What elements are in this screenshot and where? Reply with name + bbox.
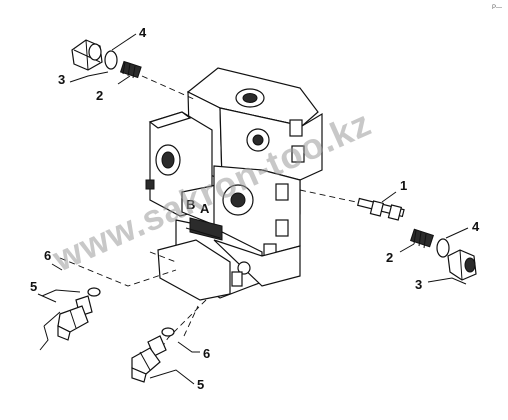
upper-side-port-bore: [252, 134, 264, 146]
part-5-check-valve-left: [57, 295, 93, 341]
valve-bottom-tip: [131, 367, 147, 383]
assembly-axis-top: [141, 75, 197, 101]
leader-4-right: [445, 227, 469, 239]
leader-6-bottom: [177, 341, 200, 353]
leader-2-top: [117, 75, 131, 85]
corner-mark: P—: [492, 5, 502, 11]
front-bolt-hole-2: [275, 219, 289, 237]
recess-edge: [185, 227, 221, 239]
valve-left-tip: [57, 325, 71, 341]
callout-3-top: 3: [58, 72, 65, 87]
left-section-top: [148, 111, 192, 129]
assembly-axis-lower-left-2: [149, 251, 177, 263]
callout-5-left: 5: [30, 279, 37, 294]
leader-3-top: [69, 71, 109, 83]
port-label-a: A: [200, 201, 210, 216]
port-label-b: B: [186, 197, 195, 212]
valve-bottom-hex: [131, 347, 161, 375]
assembly-axis-lower-2: [183, 305, 199, 337]
callout-3-right: 3: [415, 277, 422, 292]
leader-5-left: [39, 325, 49, 351]
callout-1: 1: [400, 178, 407, 193]
part-6-oring-left: [87, 287, 101, 297]
left-marker-b: [145, 179, 155, 190]
callout-2-right: 2: [386, 250, 393, 265]
part-3-plug-right: [447, 249, 477, 281]
assembly-axis-lower-left: [59, 257, 177, 287]
assembly-axis-lower: [159, 299, 207, 351]
callout-4-right: 4: [472, 219, 480, 234]
hex-plug-top-face: [88, 43, 102, 61]
spool-land-2: [387, 204, 403, 221]
front-large-port-bore: [230, 192, 246, 208]
callout-6-left: 6: [44, 248, 51, 263]
part-2-spring-top: [119, 60, 142, 79]
lower-plug: [237, 261, 251, 275]
part-6-oring-bottom: [161, 327, 175, 337]
callout-5-bottom: 5: [197, 377, 204, 392]
part-4-oring-top: [104, 50, 118, 70]
leader-6-left: [41, 289, 81, 297]
assembly-axis-spool: [299, 189, 357, 203]
leader-5-left-top: [37, 293, 57, 303]
bottom-plate: [157, 239, 231, 301]
callout-4-top: 4: [139, 25, 147, 40]
spring-top: [119, 60, 142, 79]
leader-4-top: [111, 33, 137, 51]
left-port-bore: [161, 151, 175, 169]
part-3-plug-top: [71, 39, 103, 71]
part-1-spool: [356, 197, 405, 221]
part-2-spring-right: [410, 228, 434, 249]
front-bolt-hole-1: [275, 183, 289, 201]
lower-right-body: [213, 239, 301, 287]
upper-bolt-hole-2: [291, 145, 305, 163]
spool-land-1: [369, 200, 385, 217]
part-5-check-valve-bottom: [131, 335, 167, 383]
lower-bolt-hole: [231, 271, 243, 287]
callout-2-top: 2: [96, 88, 103, 103]
leader-2-right: [399, 243, 415, 253]
leader-1: [381, 191, 397, 203]
valve-block-body: [145, 67, 323, 301]
part-4-oring-right: [436, 238, 450, 258]
hex-plug-right-face: [464, 257, 476, 273]
ab-port-recess: [189, 217, 223, 241]
upper-bolt-hole-1: [289, 119, 303, 137]
callout-6-bottom: 6: [203, 346, 210, 361]
leader-5-bottom: [149, 369, 195, 385]
leader-3-right: [427, 277, 467, 285]
top-port-bore: [242, 93, 258, 103]
leader-6-left-top: [51, 263, 63, 271]
spring-right: [410, 228, 434, 248]
leader-5-left-2: [43, 311, 61, 327]
